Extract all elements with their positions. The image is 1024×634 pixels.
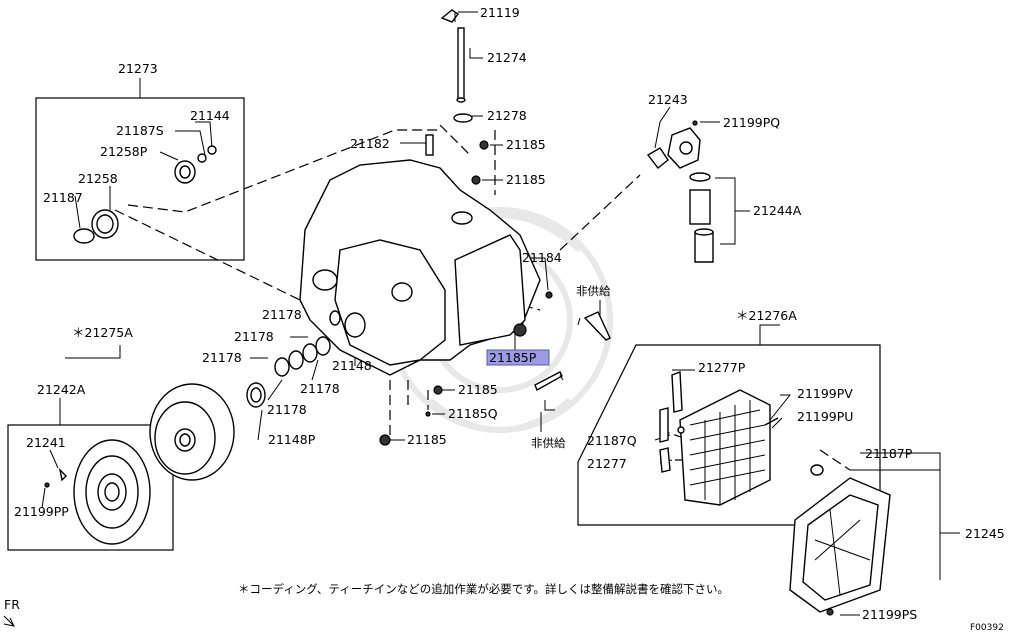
drive-plate-box <box>7 424 174 551</box>
label-21242a[interactable]: 21242A <box>37 382 86 397</box>
figure-id: F00392 <box>970 623 1004 633</box>
label-21277[interactable]: 21277 <box>587 456 627 471</box>
label-21277p[interactable]: 21277P <box>698 360 746 375</box>
label-21178-e[interactable]: 21178 <box>267 402 307 417</box>
label-21185-d[interactable]: 21185 <box>407 432 447 447</box>
seal-kit-parts <box>73 145 217 244</box>
label-21185-b[interactable]: 21185 <box>506 172 546 187</box>
label-21178-b[interactable]: 21178 <box>234 329 274 344</box>
not-supplied-label-1: 非供給 <box>576 284 611 298</box>
label-21148[interactable]: 21148 <box>332 358 372 373</box>
plug-21185q <box>425 411 431 417</box>
transmission-case <box>299 159 541 376</box>
direction-label: FR <box>4 597 20 612</box>
footnote: ＊コーディング、ティーチインなどの追加作業が必要です。詳しくは整備解説書を確認下… <box>238 582 729 596</box>
label-21185p[interactable]: 21185P <box>489 350 537 365</box>
torque-converter <box>149 383 235 481</box>
label-21185-c[interactable]: 21185 <box>458 382 498 397</box>
label-21278[interactable]: 21278 <box>487 108 527 123</box>
label-21187[interactable]: 21187 <box>43 190 83 205</box>
label-21241[interactable]: 21241 <box>26 435 66 450</box>
label-21144[interactable]: 21144 <box>190 108 230 123</box>
label-21244a[interactable]: 21244A <box>753 203 802 218</box>
label-21187s[interactable]: 21187S <box>116 123 164 138</box>
label-21185q[interactable]: 21185Q <box>448 406 498 421</box>
label-21199pq[interactable]: 21199PQ <box>723 115 780 130</box>
label-21119[interactable]: 21119 <box>480 5 520 20</box>
label-21178-c[interactable]: 21178 <box>202 350 242 365</box>
label-21185-a[interactable]: 21185 <box>506 137 546 152</box>
plug-21185p <box>513 323 527 337</box>
label-21258p[interactable]: 21258P <box>100 144 148 159</box>
label-21276a[interactable]: ＊21276A <box>736 308 797 323</box>
not-supplied-label-2: 非供給 <box>531 436 566 450</box>
plug-21185c <box>433 385 443 395</box>
bolt-21184 <box>545 291 553 299</box>
label-21243[interactable]: 21243 <box>648 92 688 107</box>
label-21199ps[interactable]: 21199PS <box>862 607 917 622</box>
label-21187p[interactable]: 21187P <box>865 446 913 461</box>
dipstick <box>440 9 466 103</box>
drive-plate <box>44 439 151 545</box>
oil-pan <box>789 464 891 616</box>
label-21187q[interactable]: 21187Q <box>587 433 637 448</box>
label-21273[interactable]: 21273 <box>118 61 158 76</box>
o-rings-21178 <box>246 310 366 408</box>
label-21245[interactable]: 21245 <box>965 526 1005 541</box>
plug-21185b <box>471 175 481 185</box>
oil-filter <box>646 120 714 263</box>
label-21199pu[interactable]: 21199PU <box>797 409 853 424</box>
label-21274[interactable]: 21274 <box>487 50 527 65</box>
o-ring-21278 <box>453 113 473 123</box>
label-21199pp[interactable]: 21199PP <box>14 504 69 519</box>
plug-21185 <box>479 140 489 150</box>
label-21184[interactable]: 21184 <box>522 250 562 265</box>
valve-body <box>659 371 779 506</box>
plug-21185d <box>379 434 391 446</box>
label-21178-a[interactable]: 21178 <box>262 307 302 322</box>
label-21199pv[interactable]: 21199PV <box>797 386 853 401</box>
label-21178-d[interactable]: 21178 <box>300 381 340 396</box>
leader-lines <box>41 11 960 616</box>
label-21148p[interactable]: 21148P <box>268 432 316 447</box>
label-21258[interactable]: 21258 <box>78 171 118 186</box>
highlight-21185p <box>486 349 550 366</box>
pin-21182 <box>425 134 434 156</box>
not-supplied-pins <box>534 311 611 392</box>
label-21275a[interactable]: ＊21275A <box>72 325 133 340</box>
label-21182[interactable]: 21182 <box>350 136 390 151</box>
fr-arrow-icon <box>3 615 15 627</box>
